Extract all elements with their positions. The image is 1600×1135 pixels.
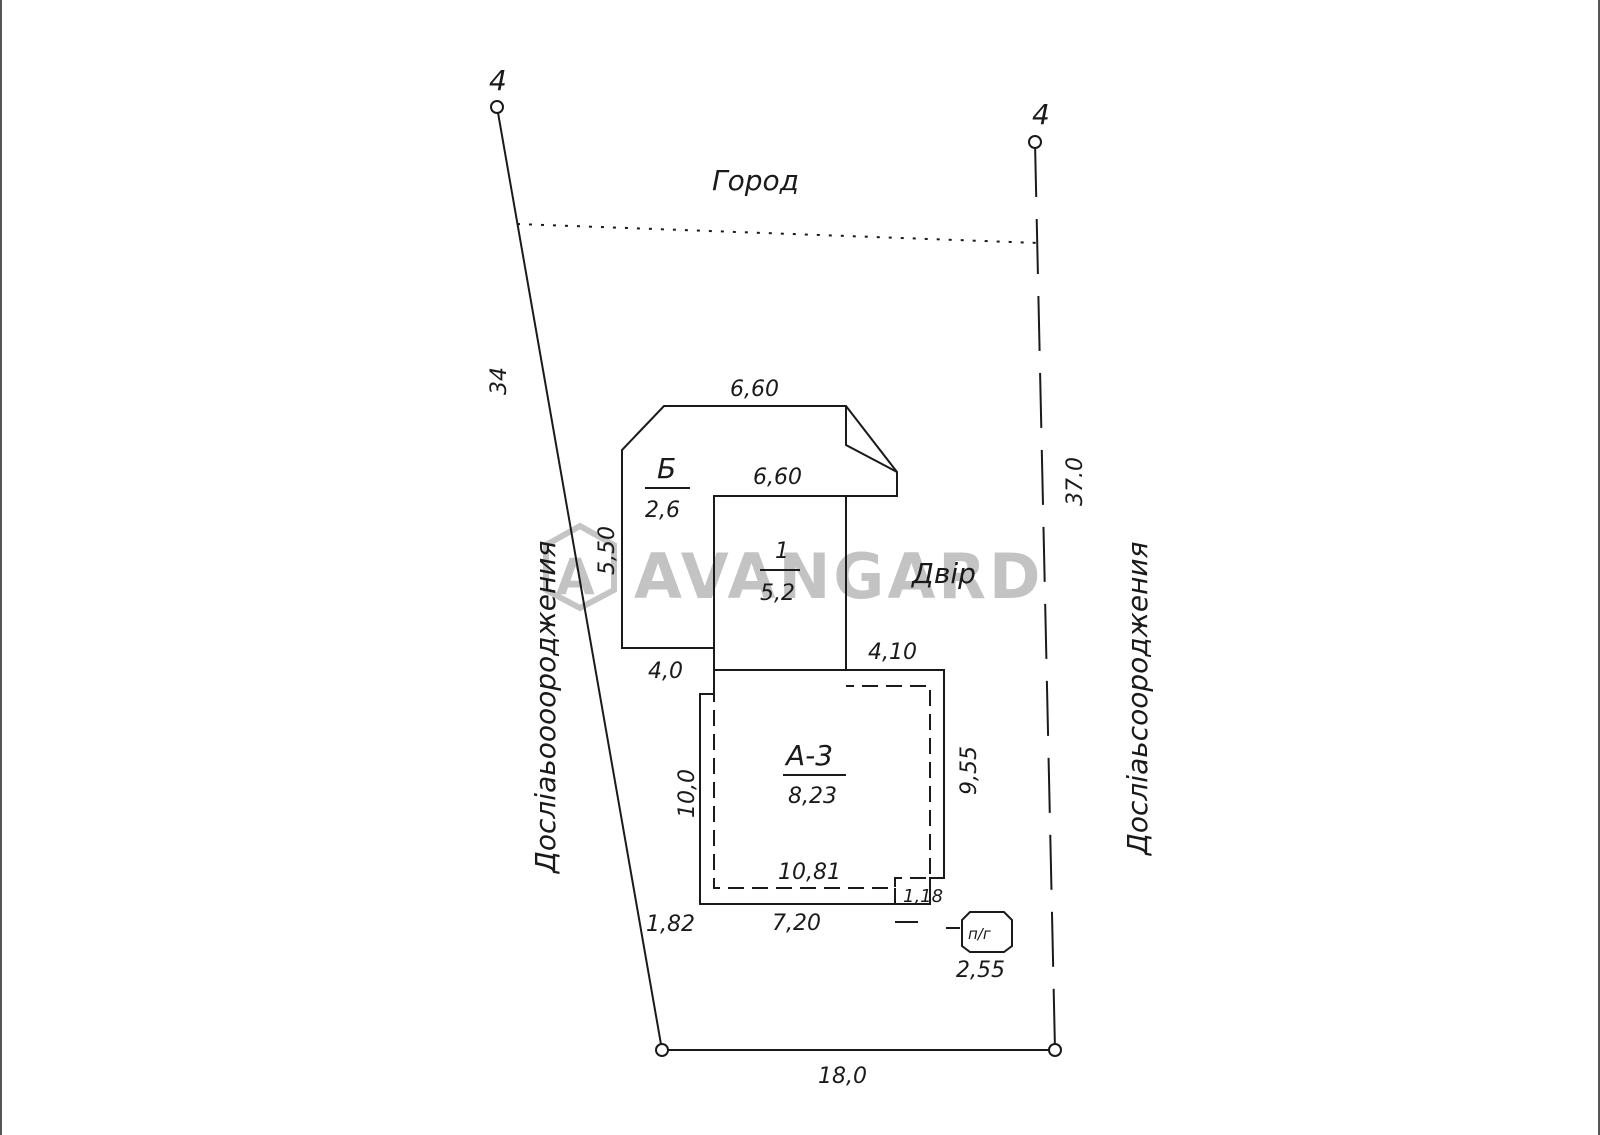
dim-b-height: 5,50	[595, 526, 620, 575]
dim-small: 1,18	[903, 886, 943, 907]
building-b-height: 2,6	[645, 498, 680, 523]
dim-a-inner: 10,81	[778, 860, 841, 885]
dim-b-top: 6,60	[730, 377, 779, 402]
watermark: A AVANGARD	[543, 522, 1044, 613]
corner-label-top-left: 4	[489, 64, 507, 97]
dim-a-bottom: 7,20	[772, 911, 821, 936]
dim-bottom-side: 18,0	[818, 1064, 867, 1089]
garden-divider-line	[516, 223, 1039, 244]
corner-label-top-right: 4	[1032, 98, 1050, 131]
dim-a-left: 10,0	[675, 769, 700, 818]
yard-label: Двір	[910, 557, 976, 590]
building-a3-inner-contour	[713, 685, 931, 889]
corner-marker-top-left	[490, 100, 504, 114]
building-a3-outline	[699, 669, 945, 905]
building-1-name: 1	[775, 539, 789, 564]
pit: п/г	[895, 911, 1013, 953]
building-1-height: 5,2	[760, 581, 795, 606]
corner-marker-top-right	[1028, 135, 1042, 149]
pit-icon	[961, 911, 1013, 953]
dim-pit-distance: 2,55	[956, 958, 1005, 983]
corner-marker-bottom-left	[655, 1043, 669, 1057]
garden-label: Город	[712, 164, 799, 197]
watermark-logo-icon	[543, 522, 617, 612]
plot-boundary	[490, 100, 1062, 1057]
fence-left-label: Досліаьоооороджения	[529, 541, 562, 875]
dim-left-side: 34	[487, 367, 512, 395]
building-b-name: Б	[657, 452, 676, 485]
watermark-text: AVANGARD	[634, 540, 1044, 613]
fence-right-label: Досліаьсоороджения	[1121, 542, 1154, 857]
building-a3-name: А-3	[784, 739, 833, 772]
dim-a-right: 9,55	[957, 746, 982, 795]
pit-label: п/г	[968, 925, 991, 943]
watermark-logo-letter: A	[556, 548, 598, 606]
building-a3-height: 8,23	[788, 784, 837, 809]
dim-1-top: 6,60	[753, 465, 802, 490]
dim-step: 4,10	[868, 640, 917, 665]
dim-b-bottom: 4,0	[648, 659, 683, 684]
dim-left-gap: 1,82	[646, 912, 695, 937]
left-boundary-line	[496, 106, 663, 1051]
dim-right-side: 37.0	[1063, 457, 1088, 506]
corner-marker-bottom-right	[1048, 1043, 1062, 1057]
building-b-fold	[845, 406, 898, 473]
